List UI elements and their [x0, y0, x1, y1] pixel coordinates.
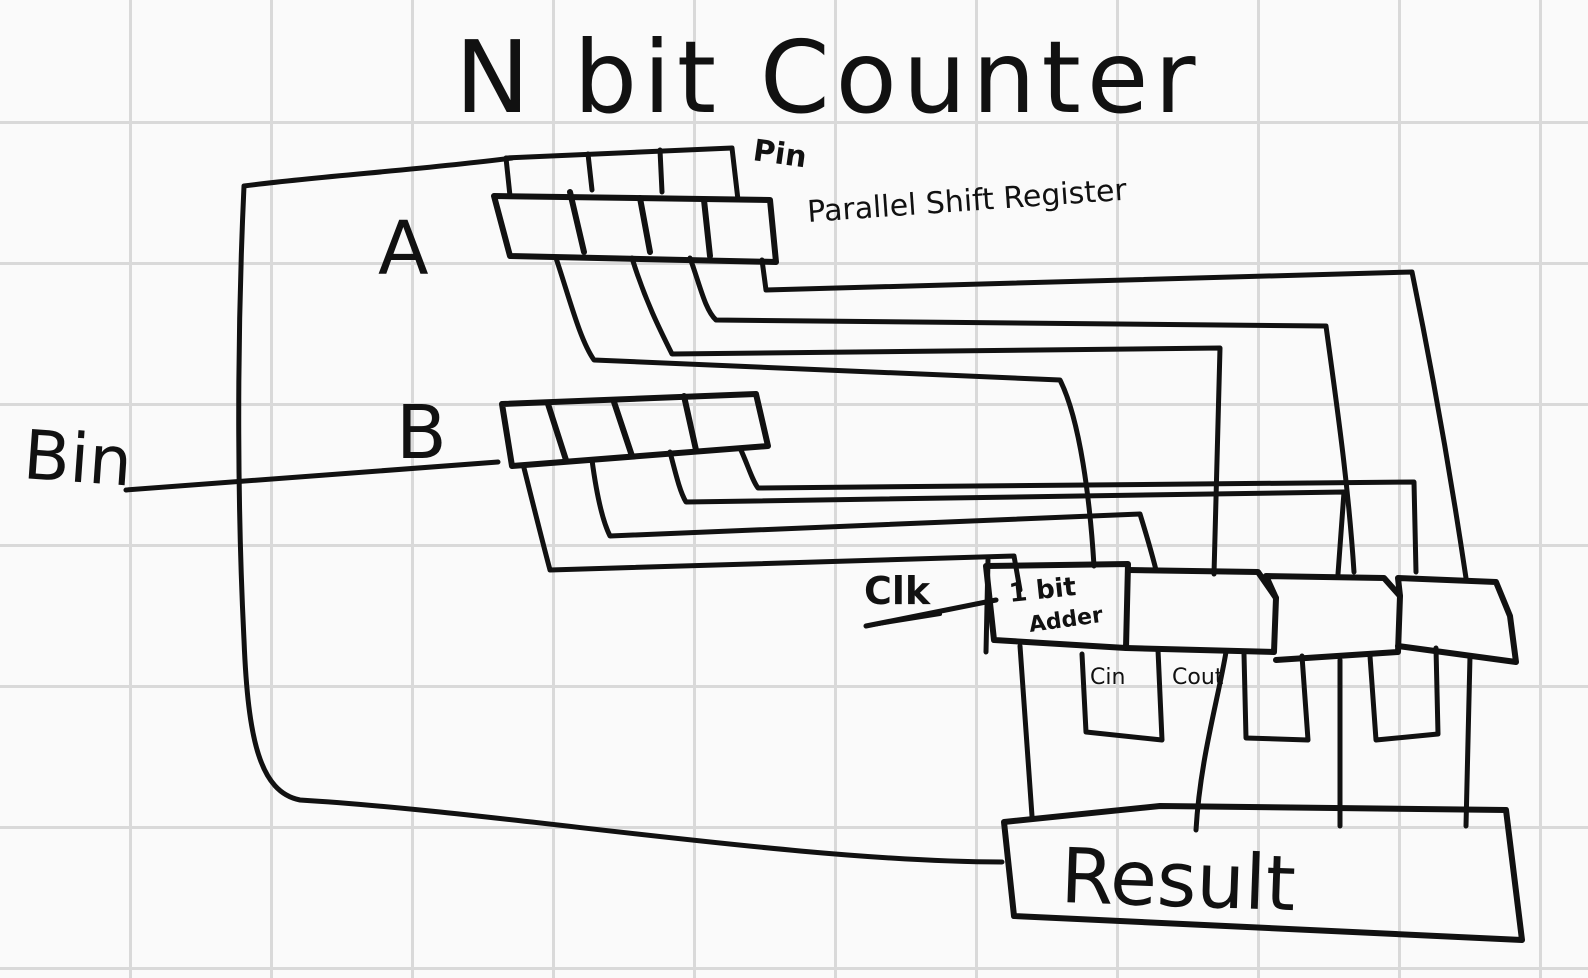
parallel-shift-register-label: Parallel Shift Register [806, 173, 1128, 230]
pin-label: Pin [751, 133, 809, 175]
diagram-title: N bit Counter [455, 19, 1201, 136]
bin-input-wire [123, 459, 501, 493]
bin-label: Bin [21, 416, 135, 502]
result-register [1001, 803, 1525, 943]
adder-label-line2: Adder [1027, 603, 1104, 638]
clk-label: Clk [864, 569, 931, 613]
register-b-output-wires [521, 445, 1419, 593]
cout-label: Cout [1172, 665, 1224, 690]
pin-register [503, 145, 741, 203]
register-a-output-wires [553, 255, 1469, 581]
feedback-loop-wire [236, 155, 1005, 865]
carry-links [1079, 645, 1441, 743]
clk-underline [864, 612, 942, 628]
cin-label: Cin [1090, 665, 1125, 690]
register-a [491, 189, 779, 265]
register-a-label: A [378, 206, 429, 292]
register-b-label: B [396, 390, 447, 476]
result-label: Result [1059, 831, 1297, 928]
register-b [499, 391, 771, 469]
adder-label-line1: 1 bit [1008, 572, 1078, 609]
